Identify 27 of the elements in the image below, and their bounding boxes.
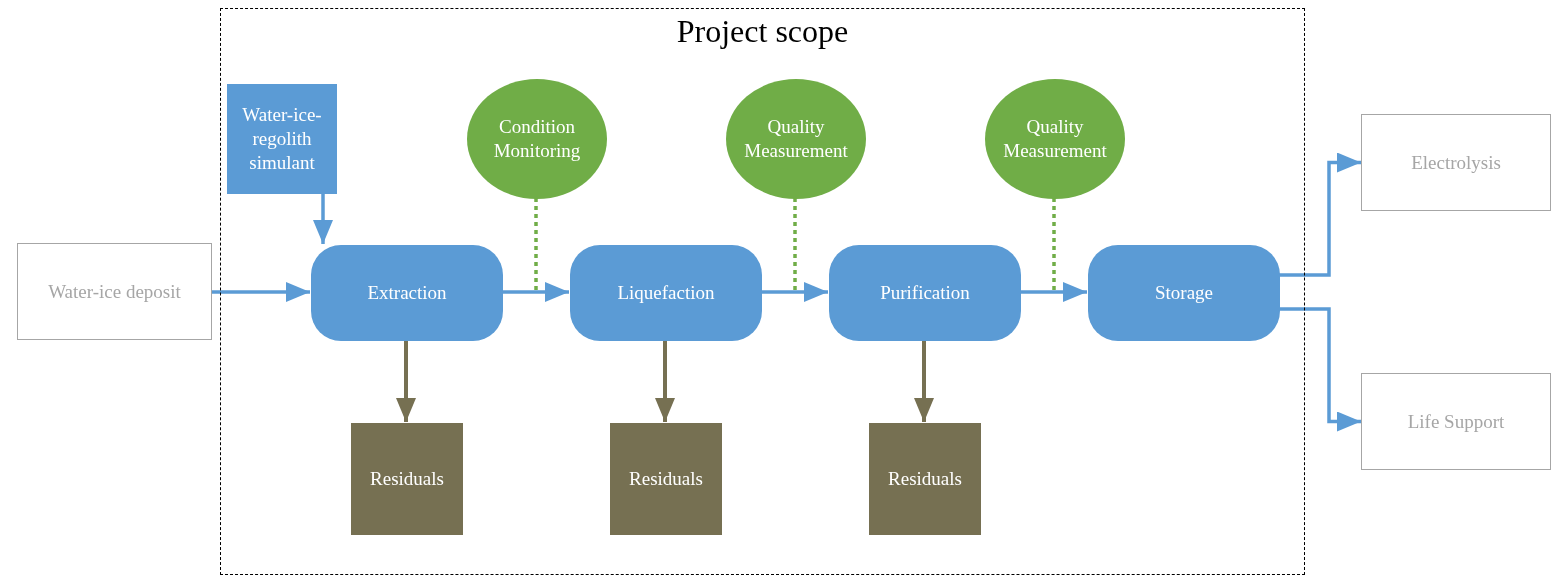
scope-frame <box>220 8 1305 575</box>
measurement-ellipse: Quality Measurement <box>726 79 866 199</box>
dotted-line <box>534 198 538 291</box>
external-box: Electrolysis <box>1361 114 1551 211</box>
external-box: Water-ice deposit <box>17 243 212 340</box>
measurement-ellipse: Condition Monitoring <box>467 79 607 199</box>
arrow <box>313 193 333 244</box>
process-box: Liquefaction <box>570 245 762 341</box>
process-box: Storage <box>1088 245 1280 341</box>
scope-title: Project scope <box>675 12 850 51</box>
arrow <box>1020 282 1087 302</box>
dotted-line <box>793 198 797 291</box>
process-box: Extraction <box>311 245 503 341</box>
residuals-box: Residuals <box>351 423 463 535</box>
residuals-box: Residuals <box>610 423 722 535</box>
input-material-box: Water-ice-regolith simulant <box>227 84 337 194</box>
measurement-ellipse: Quality Measurement <box>985 79 1125 199</box>
residuals-box: Residuals <box>869 423 981 535</box>
process-box: Purification <box>829 245 1021 341</box>
external-box: Life Support <box>1361 373 1551 470</box>
arrow <box>396 340 416 422</box>
dotted-line <box>1052 198 1056 291</box>
arrow <box>502 282 569 302</box>
arrow <box>655 340 675 422</box>
arrow <box>914 340 934 422</box>
arrow <box>761 282 828 302</box>
arrow <box>212 282 310 302</box>
